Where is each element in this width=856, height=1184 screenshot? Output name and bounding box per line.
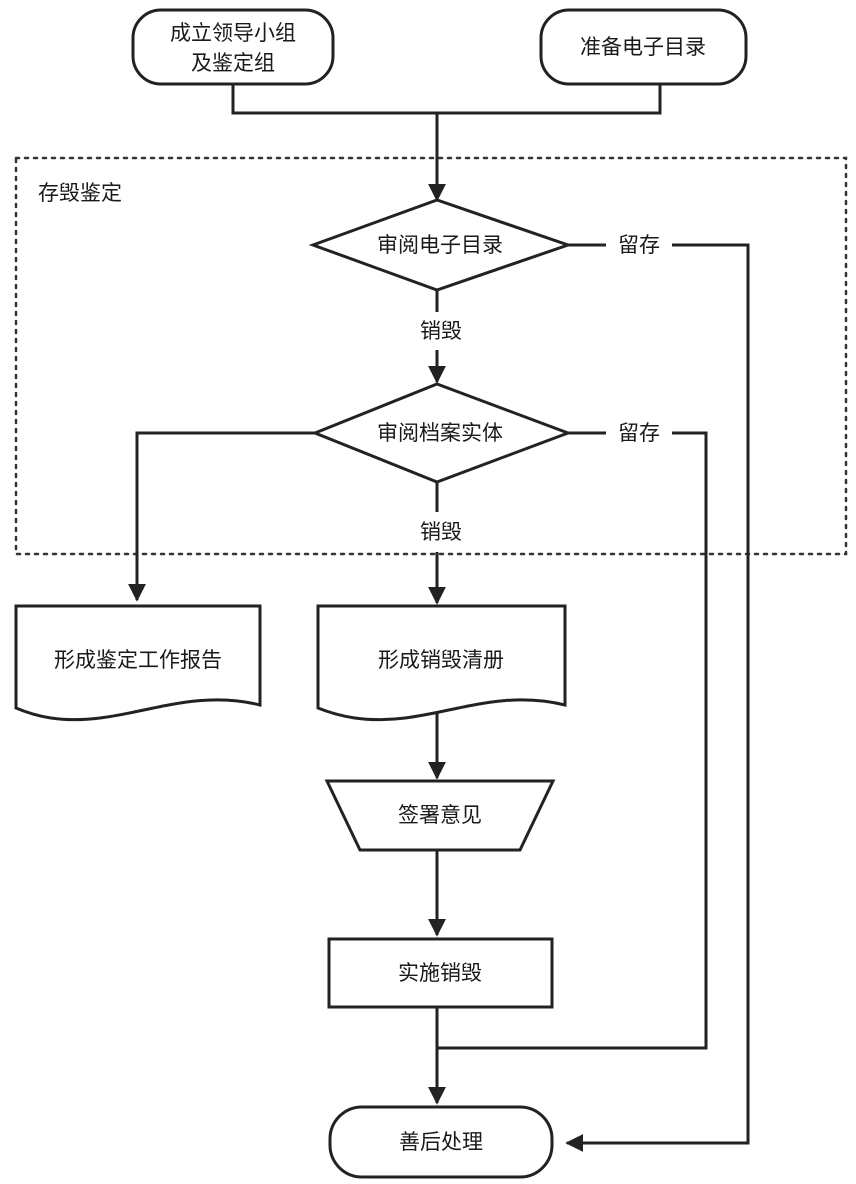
node-start-team-line1: 成立领导小组 (170, 21, 296, 45)
node-execute-destroy: 实施销毁 (327, 937, 554, 1009)
edges (128, 84, 750, 1152)
node-destroy-list-doc-label: 形成销毁清册 (378, 648, 504, 672)
node-review-catalog-label: 审阅电子目录 (377, 233, 503, 257)
group-frame (14, 156, 848, 556)
node-start-catalog-label: 准备电子目录 (580, 35, 706, 59)
node-report-doc: 形成鉴定工作报告 (14, 604, 262, 722)
node-start-team-line2: 及鉴定组 (191, 51, 275, 75)
node-sign-opinion: 签署意见 (324, 779, 556, 852)
node-report-doc-label: 形成鉴定工作报告 (54, 648, 222, 672)
node-start-team: 成立领导小组 及鉴定组 (131, 8, 335, 86)
edge-to-report (128, 431, 315, 602)
edge-retain-2 (437, 431, 708, 1050)
edge-label-retain-2: 留存 (618, 421, 660, 445)
node-review-physical-label: 审阅档案实体 (377, 421, 503, 445)
node-start-catalog: 准备电子目录 (539, 8, 748, 86)
node-aftermath: 善后处理 (328, 1105, 554, 1179)
edge-label-retain-1: 留存 (618, 233, 660, 257)
edge-retain-1 (565, 243, 750, 1152)
node-destroy-list-doc: 形成销毁清册 (316, 604, 567, 722)
node-review-catalog: 审阅电子目录 (308, 198, 573, 292)
node-aftermath-label: 善后处理 (399, 1130, 483, 1154)
node-review-physical: 审阅档案实体 (310, 382, 573, 484)
node-execute-destroy-label: 实施销毁 (398, 961, 482, 985)
edge-label-destroy-2: 销毁 (420, 520, 462, 544)
edge-label-destroy-1: 销毁 (420, 319, 462, 343)
edge-merge-starts (231, 84, 662, 115)
node-sign-opinion-label: 签署意见 (398, 803, 482, 827)
group-label: 存毁鉴定 (38, 181, 122, 205)
